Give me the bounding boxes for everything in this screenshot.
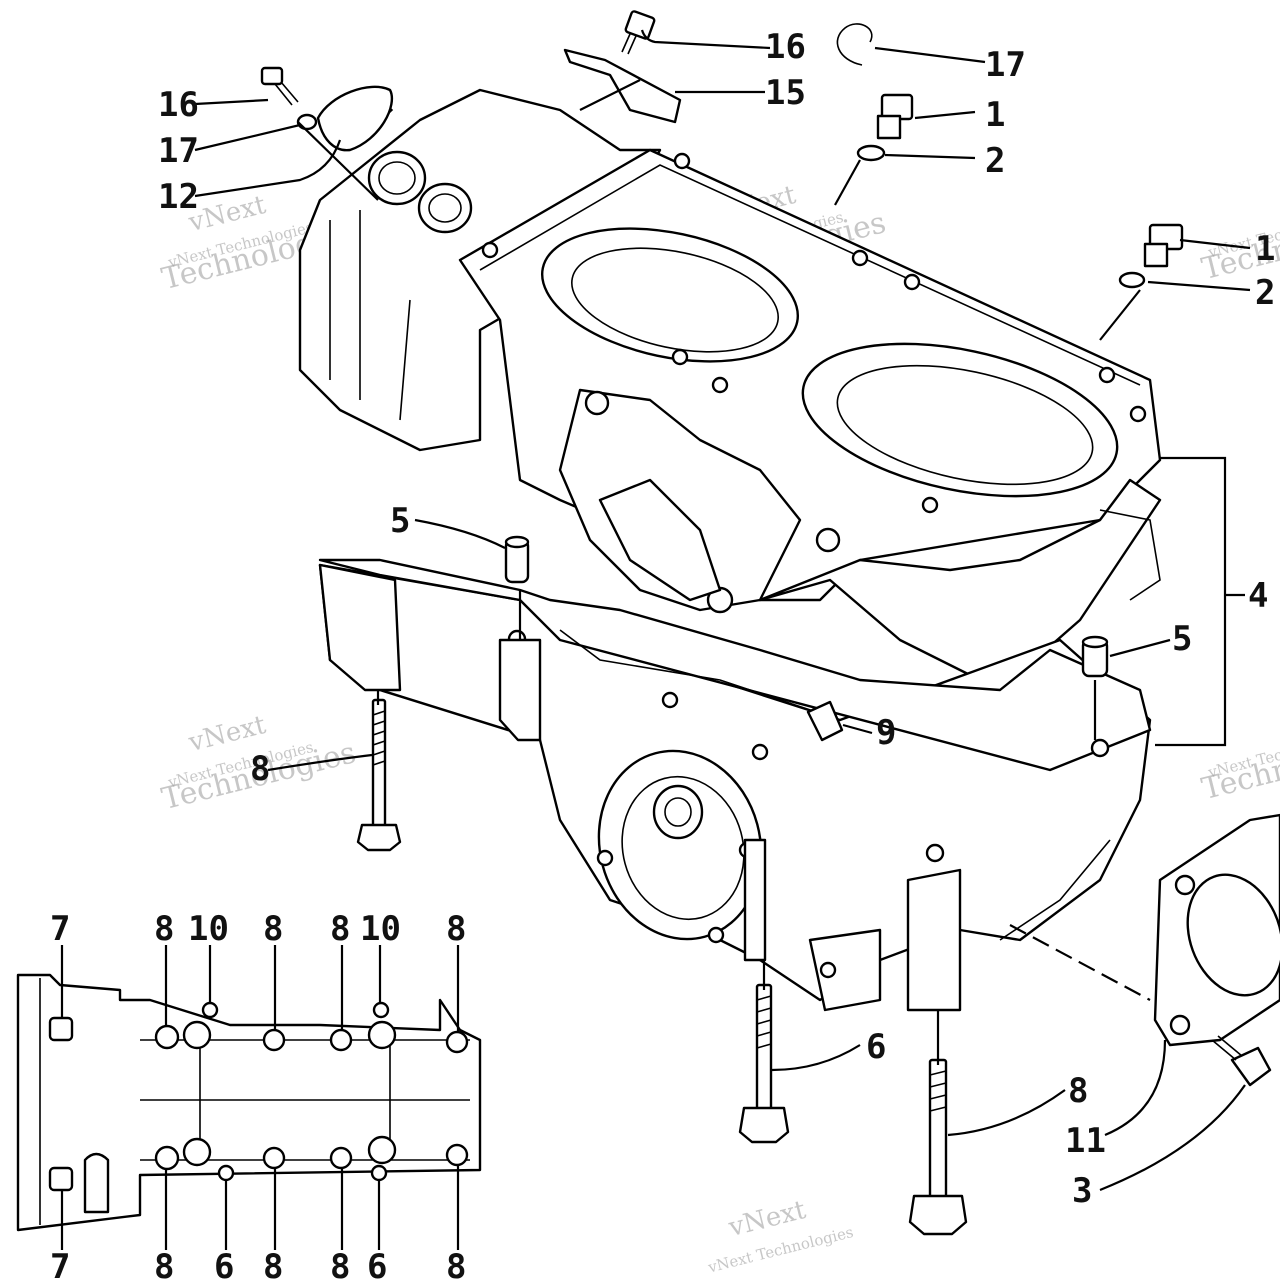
callout-15: 16 <box>158 85 199 125</box>
inset-label-bottom-6: 8 <box>446 1247 466 1280</box>
callout-17: 17 <box>985 45 1026 85</box>
callout-7: 8 <box>250 749 270 789</box>
inset-label-bottom-2: 6 <box>214 1247 234 1280</box>
callout-2-right: 2 <box>1255 273 1275 313</box>
inset-leaders <box>60 945 460 1250</box>
watermark-5: vNext vNext Technologies <box>705 1195 855 1277</box>
callout-3: 3 <box>1072 1171 1092 1211</box>
callout-11: 11 <box>1065 1121 1106 1161</box>
callout-6: 6 <box>866 1027 886 1067</box>
bolt-3 <box>1211 1035 1272 1087</box>
plug-1 <box>876 93 914 140</box>
inset-label-bottom-1: 8 <box>154 1247 174 1280</box>
inset-label-bottom-3: 8 <box>263 1247 283 1280</box>
washer-16 <box>296 113 318 131</box>
callout-8: 8 <box>1068 1071 1088 1111</box>
inset-label-top-2: 10 <box>188 909 229 949</box>
inset-label-top-3: 8 <box>263 909 283 949</box>
inset-label-top-4: 8 <box>330 909 350 949</box>
sleeve-9 <box>806 700 844 742</box>
callout-5-left: 5 <box>390 501 410 541</box>
inset-labels-top: 7 8 10 8 8 10 8 <box>50 909 466 949</box>
flange-plate-11 <box>1153 813 1280 1047</box>
bracket-12 <box>563 48 682 124</box>
cover-14 <box>316 85 393 152</box>
callout-14: 12 <box>158 177 199 217</box>
inset-label-bottom-5: 6 <box>367 1247 387 1280</box>
inset-label-top-1: 8 <box>154 909 174 949</box>
callout-13: 16 <box>765 27 806 67</box>
dowel-5-right <box>1081 635 1109 678</box>
upper-crankcase <box>298 88 1162 692</box>
stud-holes <box>481 152 1147 514</box>
inset-label-top-0: 7 <box>50 909 70 949</box>
bolt-pattern-inset: 7 8 10 8 8 10 8 7 8 6 8 8 6 8 <box>16 909 482 1280</box>
inset-labels-bottom: 7 8 6 8 8 6 8 <box>50 1247 466 1280</box>
bolt-8 <box>908 1058 968 1236</box>
inset-label-top-5: 10 <box>360 909 401 949</box>
washer-2-right <box>1118 271 1146 289</box>
callout-1-right: 1 <box>1255 229 1275 269</box>
bolt-7 <box>356 698 402 852</box>
callout-16: 17 <box>158 131 199 171</box>
inset-label-bottom-4: 8 <box>330 1247 350 1280</box>
callout-1: 1 <box>985 95 1005 135</box>
callout-12: 15 <box>765 73 806 113</box>
callout-5-right: 5 <box>1172 619 1192 659</box>
washer-2 <box>856 144 886 162</box>
plug-1-right <box>1143 223 1184 268</box>
callout-4: 4 <box>1248 576 1268 616</box>
callout-9: 9 <box>876 713 896 753</box>
inset-label-top-6: 8 <box>446 909 466 949</box>
bolt-6 <box>738 983 790 1144</box>
circlip <box>836 23 873 66</box>
watermark-7: vNext Technologies Technologies <box>1198 725 1280 807</box>
bolt-15 <box>260 66 299 106</box>
inset-label-bottom-0: 7 <box>50 1247 70 1280</box>
dowel-5-left <box>504 535 530 584</box>
fasteners <box>260 10 1280 1236</box>
callout-2: 2 <box>985 141 1005 181</box>
lower-crankcase <box>318 558 1152 1012</box>
screw-13 <box>621 10 656 55</box>
callouts: 16 15 17 1 2 1 2 16 17 12 5 5 4 9 8 6 8 … <box>158 27 1275 1211</box>
leader-lines <box>194 29 1251 1192</box>
